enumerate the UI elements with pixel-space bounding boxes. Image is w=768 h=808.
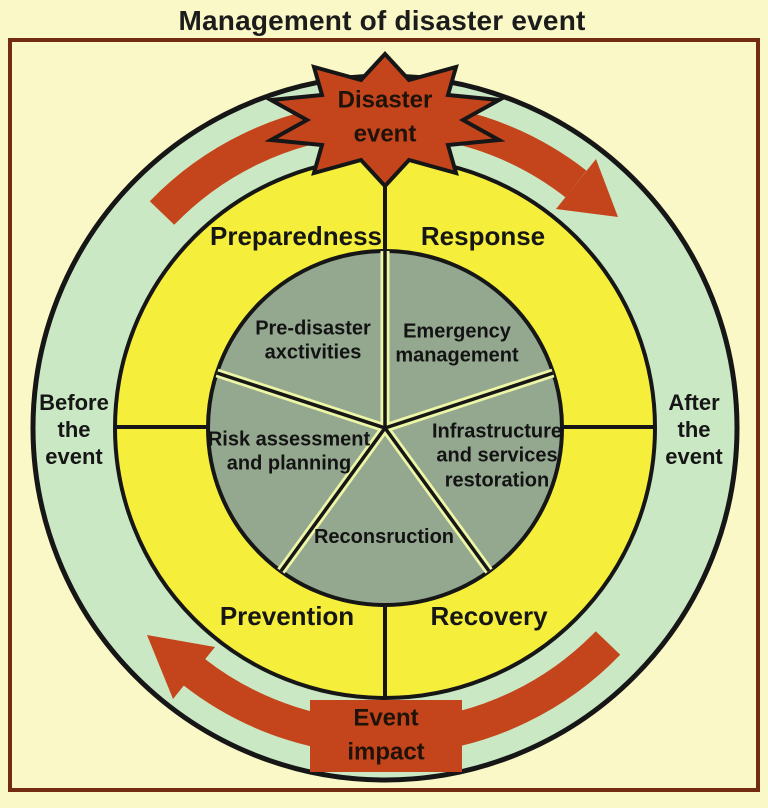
segment-label-pre-disaster: Pre-disaster axctivities <box>255 317 371 364</box>
segment-label-risk-assessment: Risk assessment and planning <box>207 428 371 475</box>
bottom-arrow-head-icon <box>147 635 215 699</box>
quadrant-label-prevention: Prevention <box>219 601 355 632</box>
quadrant-label-response: Response <box>420 221 546 252</box>
quadrant-label-recovery: Recovery <box>430 601 548 632</box>
segment-dividers <box>216 251 554 573</box>
quadrant-label-preparedness: Preparedness <box>210 221 382 252</box>
outer-ring-label-before: Before the event <box>39 389 109 469</box>
top-arrow-head-icon <box>556 159 618 217</box>
event-impact-banner <box>310 700 462 772</box>
segment-label-emergency: Emergency management <box>395 320 519 367</box>
page-title: Management of disaster event <box>178 4 586 36</box>
disaster-event-starburst <box>264 51 506 189</box>
frame-border <box>8 38 760 792</box>
event-impact-label: Event impact <box>347 704 425 765</box>
outer-ring-label-after: After the event <box>665 389 723 469</box>
segment-label-infrastructure: Infrastructure and services restoration <box>431 420 563 492</box>
segment-label-reconstruction: Reconsruction <box>313 525 455 548</box>
disaster-event-label: Disaster event <box>337 86 433 147</box>
